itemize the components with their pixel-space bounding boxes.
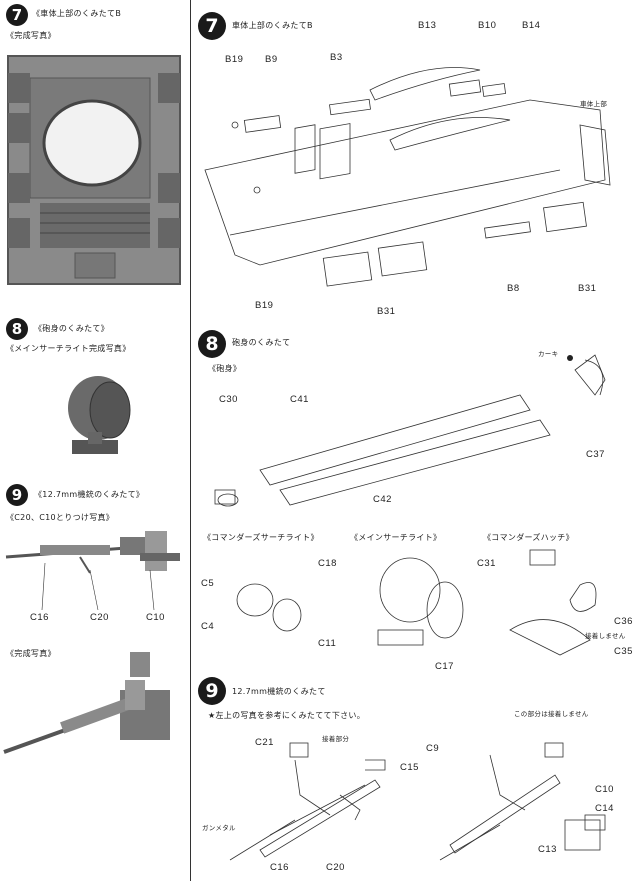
right-step7-title: 車体上部のくみたてB <box>232 21 313 30</box>
left-step9-caption2: 《完成写真》 <box>6 649 56 658</box>
label-hull-upper: 車体上部 <box>580 100 608 108</box>
left-step7-number: 7 <box>6 4 28 26</box>
label-noglue: 接着しません <box>585 632 626 640</box>
label-c31: C31 <box>477 558 496 569</box>
label-gunmetal: ガンメタル <box>202 824 236 832</box>
label-c9: C9 <box>426 743 440 754</box>
label-b8: B8 <box>507 283 520 294</box>
right-step9-title: 12.7mm機銃のくみたて <box>232 687 326 696</box>
mg-assembly-drawings <box>229 742 606 861</box>
left-step9-title: 《12.7mm機銃のくみたて》 <box>34 490 145 499</box>
left-step8-title: 《砲身のくみたて》 <box>34 324 110 333</box>
right-step8-title: 砲身のくみたて <box>232 338 291 347</box>
left-step9-number: 9 <box>6 484 28 506</box>
left-step8-caption: 《メインサーチライト完成写真》 <box>6 344 131 353</box>
label-c36: C36 <box>614 616 633 627</box>
label-c30: C30 <box>219 394 238 405</box>
label-c42: C42 <box>373 494 392 505</box>
label-khaki: カーキ <box>538 350 559 358</box>
left-step7-title: 《車体上部のくみたてB <box>32 9 122 18</box>
searchlight-drawings <box>236 549 597 656</box>
mg-complete-photo <box>3 652 170 754</box>
label-c14: C14 <box>595 803 614 814</box>
label-b19-bottom: B19 <box>255 300 274 311</box>
left-leader-lines <box>41 562 155 611</box>
hull-assembly-drawing <box>204 67 611 287</box>
label-c5: C5 <box>201 578 215 589</box>
left-step8-number: 8 <box>6 318 28 340</box>
searchlight-photo <box>68 376 131 454</box>
label-c13: C13 <box>538 844 557 855</box>
label-b13: B13 <box>418 20 437 31</box>
mg-mount-photo <box>5 531 180 574</box>
label-c18: C18 <box>318 558 337 569</box>
right-step8-subtitle: 《砲身》 <box>208 364 242 373</box>
label-not-glued: この部分は接着しません <box>514 710 589 718</box>
label-b19-top: B19 <box>225 54 244 65</box>
label-b3: B3 <box>330 52 343 63</box>
right-step9-note: ★左上の写真を参考にくみたてて下さい。 <box>208 711 366 720</box>
label-c41: C41 <box>290 394 309 405</box>
cmd-searchlight-title: 《コマンダーズサーチライト》 <box>203 533 319 542</box>
right-step8-number: 8 <box>198 330 226 358</box>
label-c16-right: C16 <box>270 862 289 873</box>
right-step7-number: 7 <box>198 12 226 40</box>
main-searchlight-title: 《メインサーチライト》 <box>350 533 442 542</box>
label-c17: C17 <box>435 661 454 672</box>
label-c35: C35 <box>614 646 633 657</box>
right-step9-number: 9 <box>198 677 226 705</box>
left-label-c16: C16 <box>30 612 49 623</box>
left-label-c20: C20 <box>90 612 109 623</box>
label-c4: C4 <box>201 621 215 632</box>
left-label-c10: C10 <box>146 612 165 623</box>
label-c21: C21 <box>255 737 274 748</box>
label-c10-right: C10 <box>595 784 614 795</box>
left-step7-caption: 《完成写真》 <box>6 31 56 40</box>
label-c37: C37 <box>586 449 605 460</box>
label-b14: B14 <box>522 20 541 31</box>
cmd-hatch-title: 《コマンダーズハッチ》 <box>483 533 574 542</box>
label-c15: C15 <box>400 762 419 773</box>
left-step9-caption: 《C20、C10とりつけ写真》 <box>6 513 115 522</box>
column-divider <box>190 0 191 881</box>
label-b31-left: B31 <box>377 306 396 317</box>
label-c20-right: C20 <box>326 862 345 873</box>
barrel-assembly-drawing <box>214 354 606 507</box>
label-c11: C11 <box>318 638 337 649</box>
label-glue-area: 接着部分 <box>322 735 350 743</box>
hull-photo <box>7 55 181 285</box>
label-b10: B10 <box>478 20 497 31</box>
label-b9: B9 <box>265 54 278 65</box>
label-b31-right: B31 <box>578 283 597 294</box>
